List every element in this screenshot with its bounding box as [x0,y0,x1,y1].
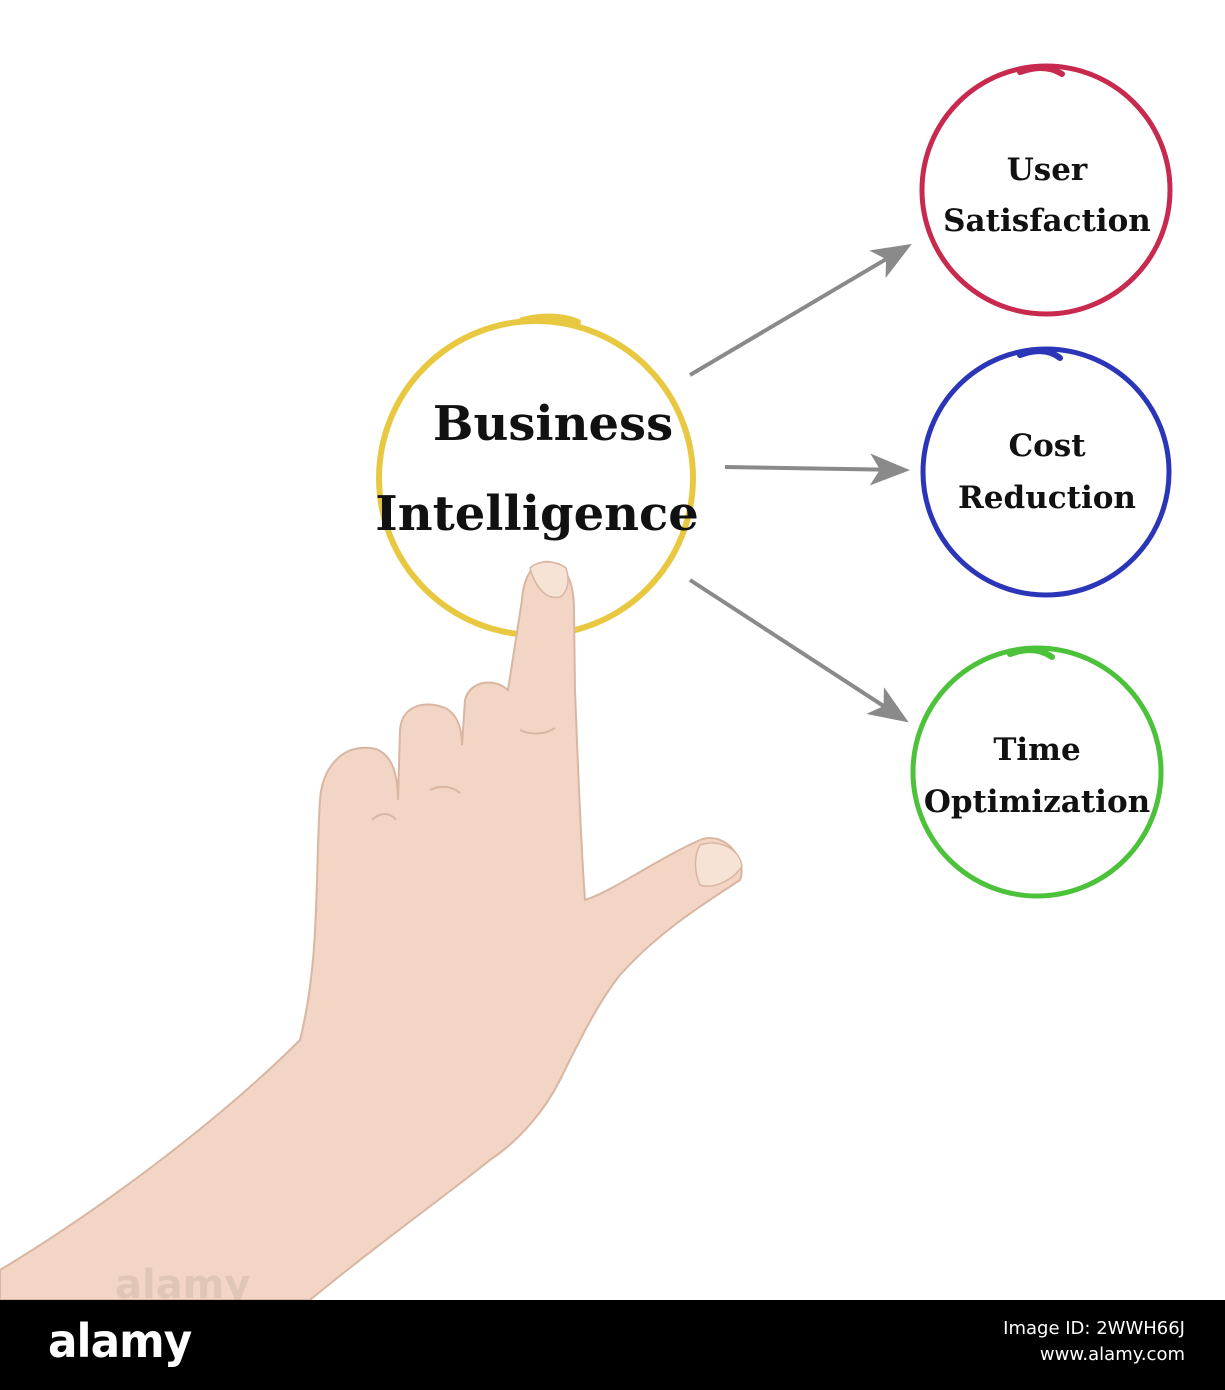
hand-shape [0,560,743,1300]
node-circle-tail [1017,65,1065,77]
node-circle [920,346,1172,598]
node-label-line2: Satisfaction [943,203,1151,239]
site-url-text: www.alamy.com [1039,1344,1185,1365]
knuckle-line [429,785,461,794]
node-label-line1: Cost [1008,428,1086,464]
fingernail [529,561,569,599]
node-label-line1: User [1007,152,1088,188]
node-circle-tail [1007,647,1055,660]
node-circle-tail [1017,348,1063,361]
node-label-line2: Reduction [958,480,1136,516]
footer-info: Image ID: 2WWH66J www.alamy.com [1003,1316,1185,1368]
center-circle-tail [519,313,581,325]
knuckle-line [371,813,397,821]
node-time-optimization: Time Optimization [910,645,1164,899]
center-label-line1: Business [433,396,673,452]
arrow-to-cost-reduction [724,453,910,486]
node-cost-reduction: Cost Reduction [920,346,1172,598]
node-circle [919,63,1173,317]
thumbnail [694,842,743,887]
arrow-to-time-optimization [688,578,909,723]
diagram-canvas: Business Intelligence User Satisfaction … [0,63,1173,1300]
image-id-text: Image ID: 2WWH66J [1003,1318,1185,1339]
knuckle-line [519,727,556,735]
alamy-logo: alamy [48,1314,192,1368]
arrow-to-user-satisfaction [688,243,912,377]
node-label-line2: Optimization [924,784,1150,820]
node-circle [910,645,1164,899]
node-user-satisfaction: User Satisfaction [919,63,1173,317]
center-label-line2: Intelligence [375,486,699,542]
footer-bar: alamy Image ID: 2WWH66J www.alamy.com [0,1300,1225,1390]
node-label-line1: Time [993,732,1080,768]
pointing-hand-icon [0,560,743,1300]
